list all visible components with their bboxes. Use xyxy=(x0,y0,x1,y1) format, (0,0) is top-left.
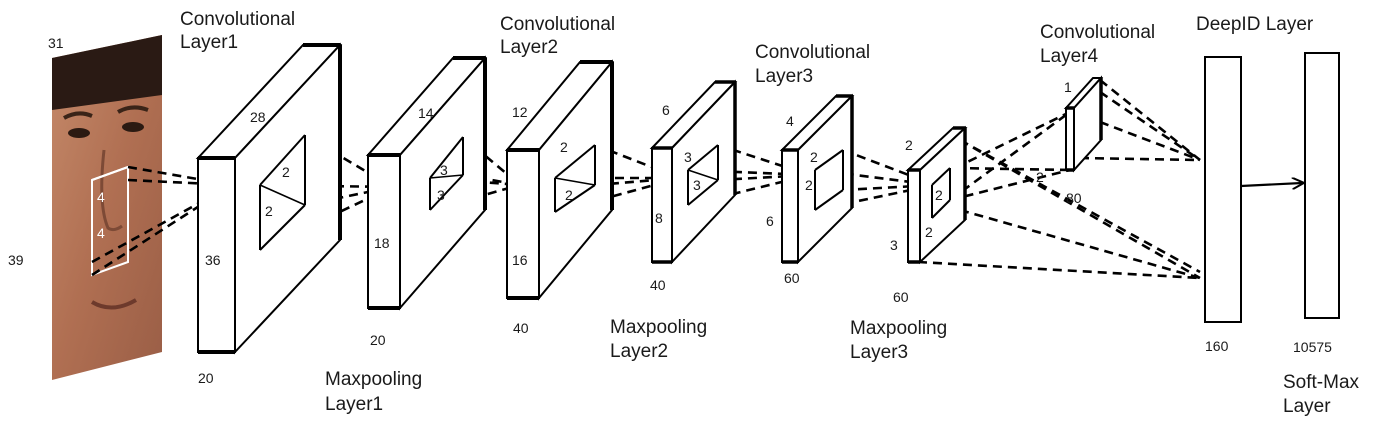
conv4-bottom-dim: 80 xyxy=(1066,190,1082,206)
conv1-kernel-b: 2 xyxy=(265,203,273,219)
conv1-title-line1: Convolutional xyxy=(180,9,295,30)
conv1-bottom-dim: 20 xyxy=(198,370,214,386)
conv1-top-dim: 28 xyxy=(250,109,266,125)
conv2-title-line1: Convolutional xyxy=(500,14,615,35)
pool3-kernel-b: 2 xyxy=(925,224,933,240)
conv2-kernel-b: 2 xyxy=(565,187,573,203)
conv1-block xyxy=(195,42,343,355)
pool1-kernel-a: 3 xyxy=(440,162,448,178)
deepid-layer-box xyxy=(1204,56,1242,323)
conv3-bottom-dim: 60 xyxy=(784,270,800,286)
patch-kernel-w: 4 xyxy=(97,189,105,205)
conv4-top-dim: 1 xyxy=(1064,79,1072,95)
pool3-bottom-dim: 60 xyxy=(893,289,909,305)
conv4-block xyxy=(1063,75,1104,173)
pool3-top-dim: 2 xyxy=(905,137,913,153)
patch-kernel-h: 4 xyxy=(97,225,105,241)
conv2-block xyxy=(504,59,615,301)
conv2-side-dim: 16 xyxy=(512,252,528,268)
deepid-to-softmax-arrow xyxy=(1240,183,1302,186)
conv4-side-dim: 2 xyxy=(1036,169,1044,185)
pool2-kernel-a: 3 xyxy=(684,149,692,165)
softmax-title-line1: Soft-Max xyxy=(1283,372,1360,393)
softmax-title-line2: Layer xyxy=(1283,396,1331,417)
pool3-block xyxy=(905,125,968,265)
conv2-bottom-dim: 40 xyxy=(513,320,529,336)
pool1-top-dim: 14 xyxy=(418,105,434,121)
conv4-title-line1: Convolutional xyxy=(1040,22,1155,43)
pool1-kernel-b: 3 xyxy=(437,187,445,203)
conv1-title-line2: Layer1 xyxy=(180,32,238,53)
pool2-bottom-dim: 40 xyxy=(650,277,666,293)
input-width-label: 31 xyxy=(48,35,64,51)
conv4-title-line2: Layer4 xyxy=(1040,46,1099,67)
conv3-top-dim: 4 xyxy=(786,113,794,129)
pool2-top-dim: 6 xyxy=(662,102,670,118)
input-height-label: 39 xyxy=(8,252,24,268)
conv2-title-line2: Layer2 xyxy=(500,37,558,58)
pool2-kernel-b: 3 xyxy=(693,177,701,193)
conv2-top-dim: 12 xyxy=(512,104,528,120)
pool2-block xyxy=(649,79,738,265)
pool3-kernel-a: 2 xyxy=(935,187,943,203)
pool1-bottom-dim: 20 xyxy=(370,332,386,348)
pool2-title-line1: Maxpooling xyxy=(610,317,707,338)
input-face-image xyxy=(52,35,162,380)
pool1-title-line1: Maxpooling xyxy=(325,369,422,390)
conv3-kernel-b: 2 xyxy=(805,177,813,193)
pool2-side-dim: 8 xyxy=(655,210,663,226)
conv3-kernel-a: 2 xyxy=(810,149,818,165)
conv1-side-dim: 36 xyxy=(205,252,221,268)
deepid-bottom-dim: 160 xyxy=(1205,338,1229,354)
deepid-title: DeepID Layer xyxy=(1196,14,1314,35)
pool2-title-line2: Layer2 xyxy=(610,341,668,362)
input-patch xyxy=(91,165,129,277)
conv3-block xyxy=(779,93,855,265)
conv3-title-line1: Convolutional xyxy=(755,42,870,63)
conv2-kernel-a: 2 xyxy=(560,139,568,155)
conv3-title-line2: Layer3 xyxy=(755,66,813,87)
pool1-title-line2: Layer1 xyxy=(325,394,383,415)
pool3-title-line2: Layer3 xyxy=(850,342,908,363)
pool1-block xyxy=(365,55,488,311)
pool3-title-line1: Maxpooling xyxy=(850,318,947,339)
conv3-side-dim: 6 xyxy=(766,213,774,229)
pool1-side-dim: 18 xyxy=(374,235,390,251)
softmax-layer-box xyxy=(1304,52,1340,319)
pool3-side-dim: 3 xyxy=(890,237,898,253)
conv1-kernel-a: 2 xyxy=(282,164,290,180)
softmax-bottom-dim: 10575 xyxy=(1293,339,1332,355)
